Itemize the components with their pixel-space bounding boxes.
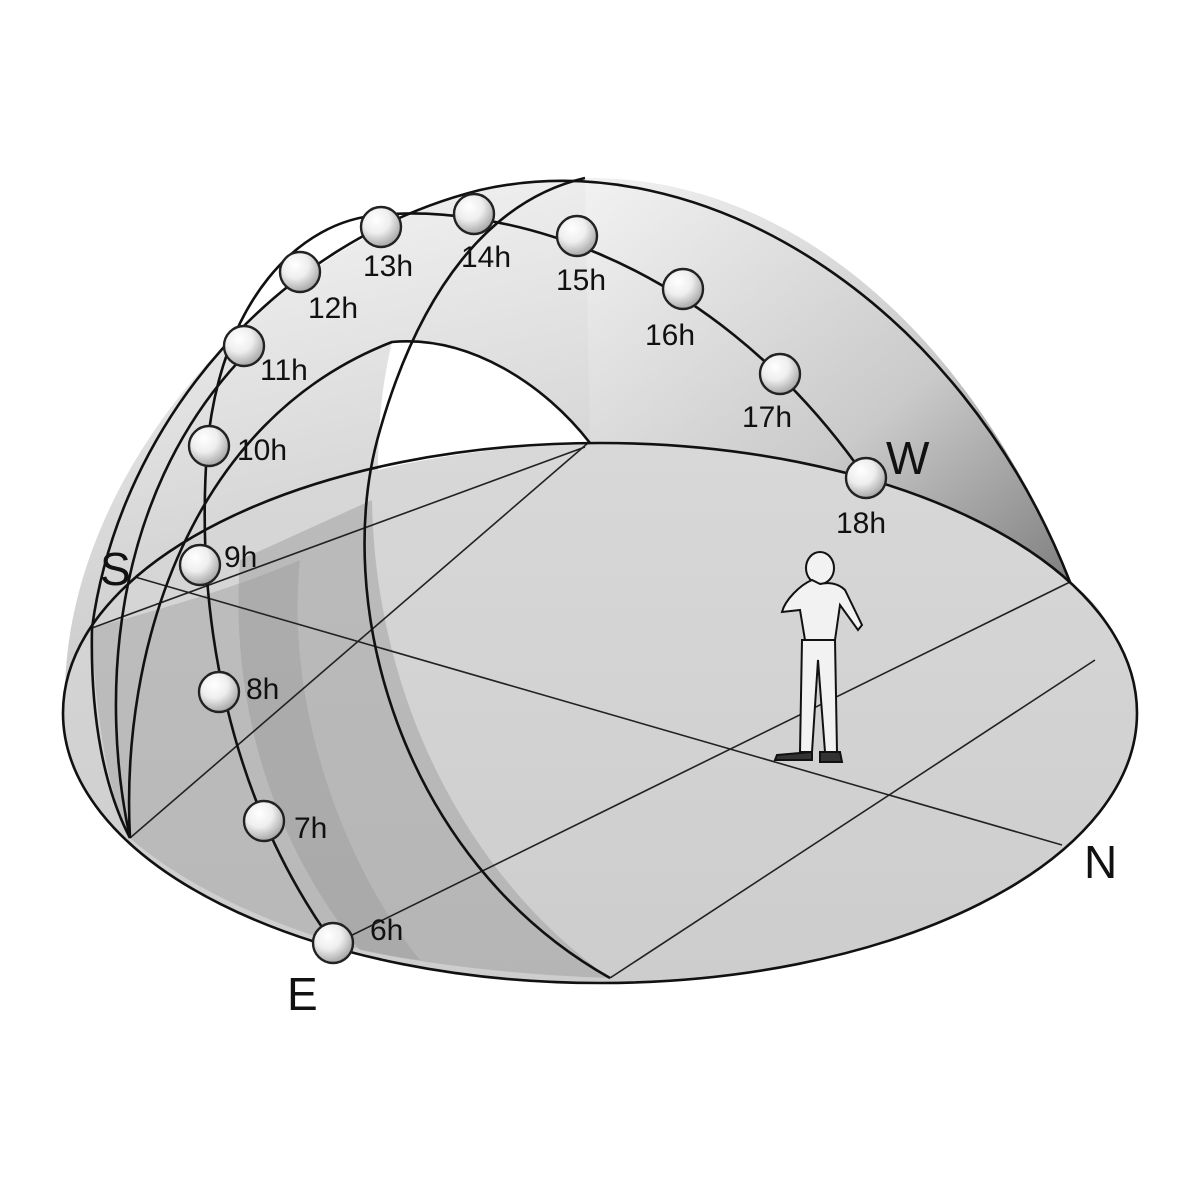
dome-outline: [90, 179, 1072, 629]
sun-18h: 18h: [836, 456, 888, 540]
hour-label: 6h: [370, 914, 403, 947]
hour-label: 16h: [645, 319, 695, 352]
hour-label: 15h: [556, 264, 606, 297]
sun-17h: 17h: [742, 352, 802, 434]
grid-line-3: [609, 659, 1096, 979]
sun-sphere-icon: [278, 250, 322, 294]
hour-label: 9h: [224, 541, 257, 574]
inner-arc-left: [114, 359, 241, 839]
hour-label: 14h: [461, 241, 511, 274]
hour-label: 17h: [742, 401, 792, 434]
dome-left-edge: [90, 627, 132, 839]
hour-label: 18h: [836, 507, 886, 540]
sun-sphere-icon: [222, 324, 266, 368]
meridian-band-front: [92, 560, 420, 960]
east-west-arc: [127, 340, 592, 839]
direction-east-label: E: [287, 968, 318, 1020]
hour-label: 12h: [308, 292, 358, 325]
sun-11h: 11h: [222, 324, 308, 387]
sun-8h: 8h: [197, 670, 279, 714]
direction-south-label: S: [100, 543, 131, 595]
sun-sphere-icon: [452, 192, 496, 236]
direction-north-label: N: [1084, 836, 1117, 888]
sun-14h: 14h: [452, 192, 511, 274]
dome-window: [378, 341, 590, 470]
sun-sphere-icon: [311, 921, 355, 965]
sun-15h: 15h: [555, 214, 606, 297]
sun-12h: 12h: [278, 250, 358, 325]
sun-path-arc: [203, 212, 868, 944]
grid-line-2: [335, 581, 1071, 944]
hour-label: 7h: [294, 812, 327, 845]
sun-sphere-icon: [242, 799, 286, 843]
hour-label: 10h: [237, 434, 287, 467]
sun-7h: 7h: [242, 799, 327, 845]
sun-10h: 10h: [187, 424, 287, 468]
person-figure-icon: [773, 551, 864, 763]
dome-right-lobe: [585, 177, 1070, 582]
hour-label: 11h: [260, 354, 308, 387]
meridian-band-front-right: [238, 500, 610, 978]
sun-6h: 6h: [311, 914, 403, 965]
grid-line-1: [129, 442, 589, 839]
sun-sphere-icon: [187, 424, 231, 468]
sun-sphere-icon: [844, 456, 888, 500]
sun-sphere-icon: [178, 543, 222, 587]
sun-13h: 13h: [359, 205, 413, 283]
sun-9h: 9h: [178, 541, 257, 587]
sun-sphere-icon: [661, 267, 705, 311]
sun-sphere-icon: [359, 205, 403, 249]
ground-ellipse-edge: [61, 441, 1139, 985]
meridian-arc: [363, 176, 611, 980]
sun-sphere-icon: [555, 214, 599, 258]
hour-label: 13h: [363, 250, 413, 283]
grid-line-4: [91, 446, 586, 629]
sun-sphere-icon: [758, 352, 802, 396]
sun-sphere-icon: [197, 670, 241, 714]
south-north-line: [134, 576, 1063, 846]
hour-label: 8h: [246, 673, 279, 706]
sun-16h: 16h: [645, 267, 705, 352]
direction-west-label: W: [886, 432, 930, 484]
